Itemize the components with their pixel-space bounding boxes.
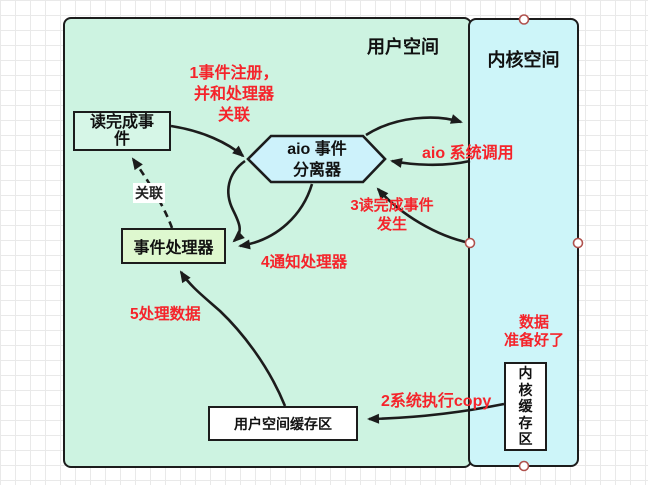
arrow-syscall-return[interactable] [390,158,471,168]
annotation-step4-notify-handler[interactable]: 4通知处理器 [261,254,348,271]
node-user-space-buffer[interactable]: 用户空间缓存区 [208,406,358,441]
node-event-handler[interactable]: 事件处理器 [121,228,226,264]
arrow-event-register[interactable] [170,124,245,158]
connection-handle-right[interactable] [572,237,584,249]
arrow-notify-handler[interactable] [238,183,314,250]
node-kernel-buffer[interactable]: 内 核 缓 存 区 [504,362,547,451]
annotation-data-ready[interactable]: 数据 准备好了 [503,314,564,349]
association-label[interactable]: 关联 [133,183,165,203]
kernel-space-title: 内核空间 [487,50,560,70]
arrow-system-copy[interactable] [367,402,505,424]
annotation-step5-process-data[interactable]: 5处理数据 [130,306,201,323]
arrow-process-data[interactable] [179,270,287,407]
arrow-handler-to-separator[interactable] [227,159,246,243]
arrow-aio-syscall[interactable] [365,114,463,137]
annotation-aio-syscall[interactable]: aio 系统调用 [422,145,514,162]
arrow-read-complete-occurs[interactable] [376,187,471,245]
connection-handle-left[interactable] [464,237,476,249]
annotation-step3-event-occurs[interactable]: 3读完成事件 发生 [350,197,434,233]
aio-separator-label: aio 事件 分离器 [287,141,347,179]
connection-handle-top[interactable] [518,14,530,25]
node-aio-separator[interactable] [246,134,387,184]
node-read-complete-event[interactable]: 读完成事 件 [73,111,171,151]
annotation-step2-copy[interactable]: 2系统执行copy [381,393,492,410]
connection-handle-bottom[interactable] [518,460,530,472]
user-space-title: 用户空间 [367,37,439,57]
annotation-step1-register[interactable]: 1事件注册， 并和处理器 关联 [189,65,279,124]
